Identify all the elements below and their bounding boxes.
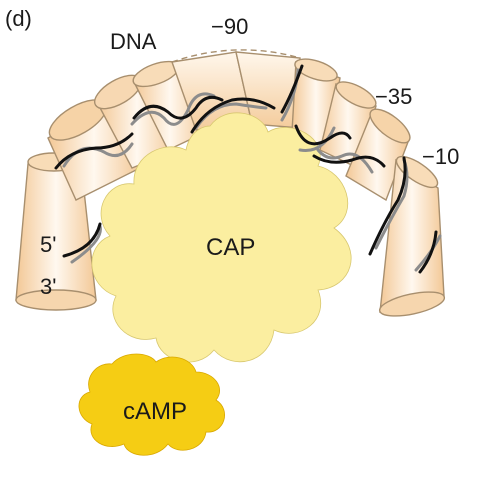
position-minus90-label: −90	[211, 14, 249, 39]
strand-dark	[54, 64, 438, 274]
dna-segment-end	[378, 291, 446, 317]
dna-segment-end	[369, 108, 411, 144]
panel-label: (d)	[5, 6, 32, 31]
five-prime-label: 5'	[40, 232, 57, 257]
position-minus10-label: −10	[422, 144, 460, 169]
dna-segment-end	[294, 58, 338, 82]
camp-molecule	[78, 353, 226, 456]
position-minus35-label: −35	[375, 84, 413, 109]
dna-label: DNA	[110, 29, 157, 54]
dna-strands	[54, 64, 442, 274]
three-prime-label: 3'	[40, 274, 57, 299]
camp-label: cAMP	[123, 398, 188, 425]
cap-label: CAP	[206, 234, 256, 261]
dna-segment-end	[335, 81, 377, 109]
cap-protein	[91, 112, 352, 363]
dna-helix	[15, 49, 446, 317]
dna-segment-end	[15, 289, 97, 311]
